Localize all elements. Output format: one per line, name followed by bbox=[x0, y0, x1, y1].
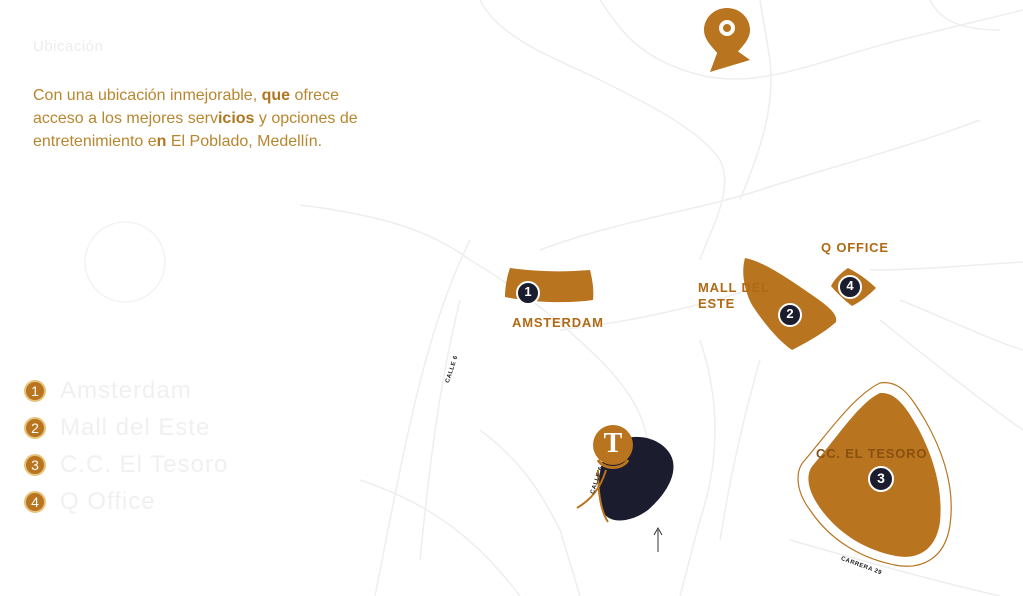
intro-text: Con una ubicación inmejorable, que ofrec… bbox=[33, 84, 363, 153]
label-mall-del-este-line1: MALL DEL bbox=[698, 280, 770, 295]
el-tesoro-outline bbox=[797, 382, 952, 567]
marker-3-number: 3 bbox=[877, 470, 885, 486]
intro-text-part: icios bbox=[217, 110, 255, 127]
legend-label: Amsterdam bbox=[60, 376, 192, 404]
intro-text-part: Con una ubicación inmejorable, bbox=[33, 87, 262, 104]
label-el-tesoro: CC. EL TESORO bbox=[816, 446, 928, 461]
marker-3 bbox=[868, 466, 894, 492]
ghost-circle bbox=[84, 221, 166, 303]
legend-label: C.C. El Tesoro bbox=[60, 450, 229, 478]
intro-text-part: El Poblado, Medellín. bbox=[166, 133, 323, 150]
legend-number: 4 bbox=[24, 490, 46, 513]
project-access-road-2 bbox=[597, 469, 609, 523]
marker-4-number: 4 bbox=[846, 278, 854, 293]
intro-text-part: que bbox=[261, 87, 291, 104]
marker-2 bbox=[778, 303, 802, 327]
legend: 1 Amsterdam 2 Mall del Este 3 C.C. El Tesoro 4… bbox=[24, 372, 228, 520]
legend-item: 2 Mall del Este bbox=[24, 409, 228, 446]
legend-number: 3 bbox=[24, 453, 46, 476]
map-pin-icon bbox=[704, 8, 750, 72]
legend-item: 1 Amsterdam bbox=[24, 372, 228, 409]
marker-1-number: 1 bbox=[524, 284, 532, 299]
label-mall-del-este-line2: ESTE bbox=[698, 296, 736, 311]
project-access-road bbox=[576, 469, 607, 509]
intro-text-part: n bbox=[156, 133, 167, 150]
legend-label: Q Office bbox=[60, 487, 156, 515]
intro-label: Ubicación bbox=[33, 38, 104, 55]
label-amsterdam: AMSTERDAM bbox=[512, 315, 604, 330]
legend-label: Mall del Este bbox=[60, 413, 211, 441]
marker-1 bbox=[516, 281, 540, 305]
intro-text-part: ofrece acceso a los mejores serv bbox=[33, 87, 339, 127]
marker-2-number: 2 bbox=[786, 306, 794, 321]
road-network bbox=[299, 0, 1023, 596]
label-q-office: Q OFFICE bbox=[821, 240, 889, 255]
project-logo-letter: T bbox=[603, 428, 623, 459]
intro-text-part: y opciones de entretenimiento e bbox=[33, 110, 358, 150]
north-arrow-icon bbox=[653, 526, 663, 552]
legend-item: 4 Q Office bbox=[24, 483, 228, 520]
legend-item: 3 C.C. El Tesoro bbox=[24, 446, 228, 483]
legend-number: 1 bbox=[24, 379, 46, 402]
project-logo-badge bbox=[593, 425, 633, 469]
legend-number: 2 bbox=[24, 416, 46, 439]
marker-4 bbox=[838, 275, 862, 299]
